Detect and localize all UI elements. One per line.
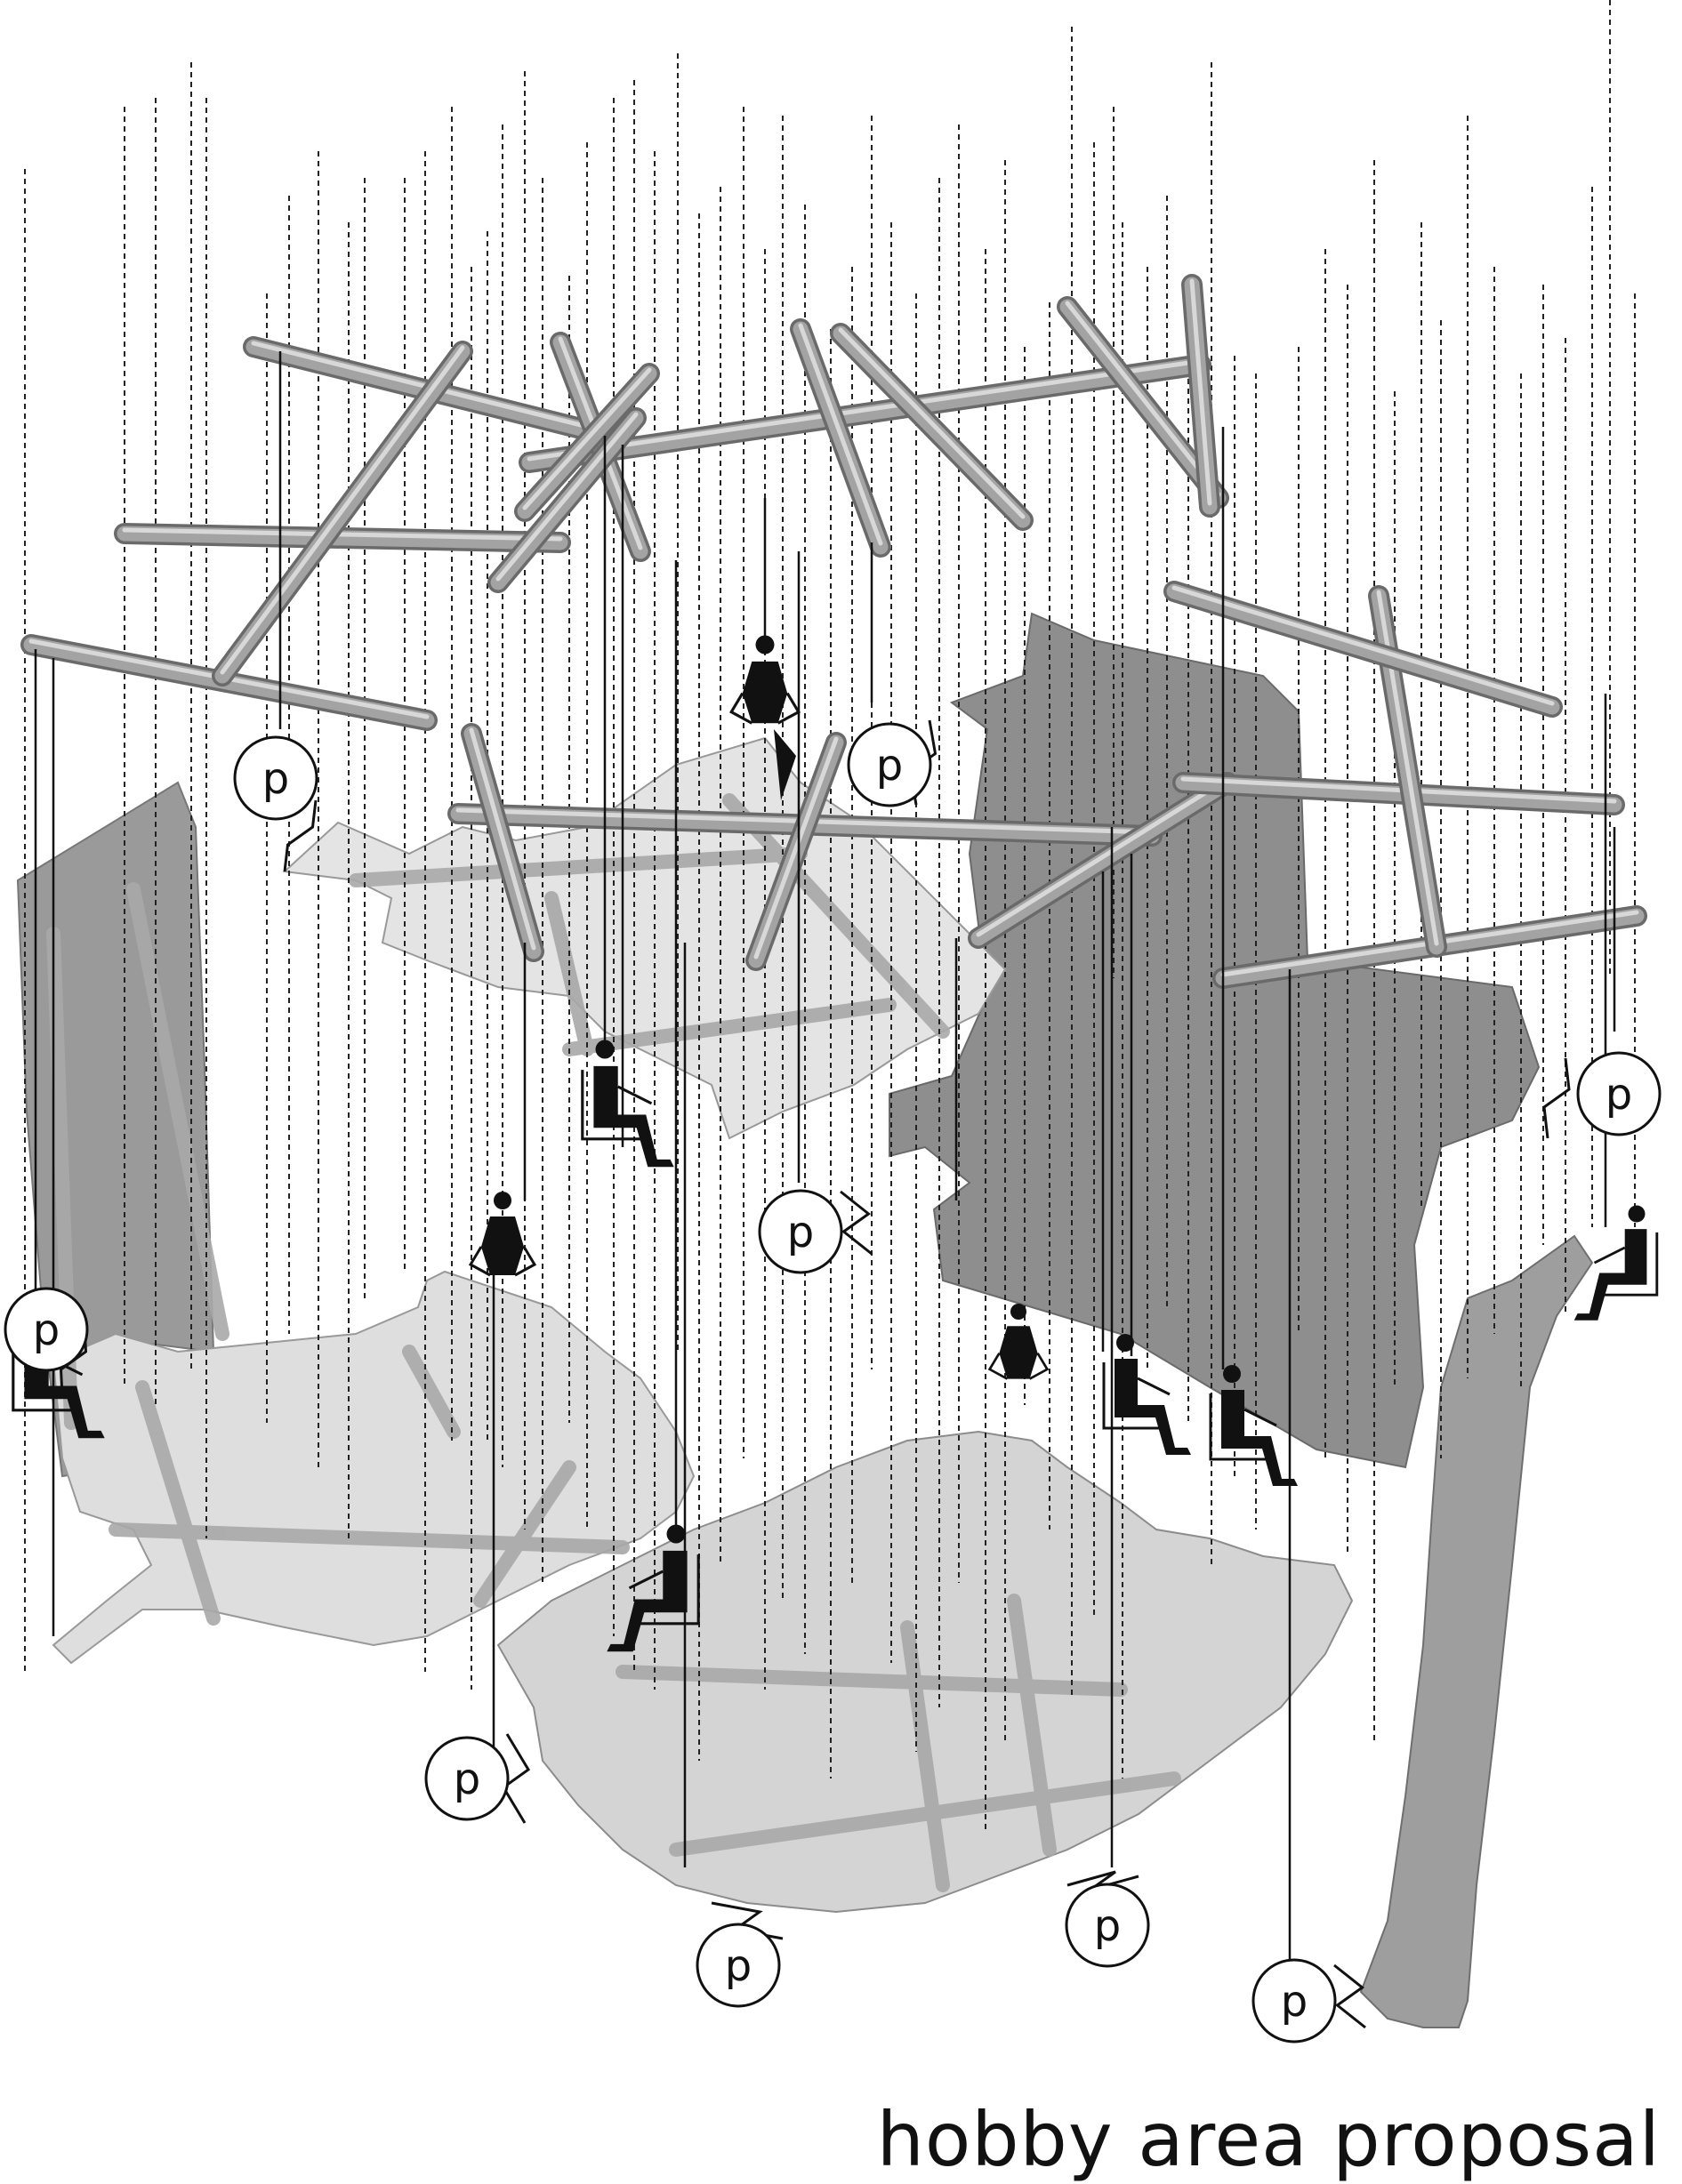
p-marker-icon: p [1542,1051,1662,1139]
p-marker-icon: p [1065,1870,1150,1968]
marker-circle [1065,1883,1150,1968]
people-group [12,635,1659,1652]
sheet-band [135,1380,221,1626]
sheet-band [402,1345,461,1439]
pole-highlight [220,345,465,675]
pole-highlight [1189,278,1212,506]
p-marker-icon: p [233,735,318,872]
sheet-band [669,1771,1181,1857]
person-icon [1102,1334,1191,1455]
pole-icon [517,365,657,519]
sheet-band [126,882,229,1341]
sheet-band [616,1665,1128,1697]
pole-icon [970,775,1235,946]
pole-highlight [976,776,1230,937]
pole-highlight [1180,776,1617,804]
pole-highlight [495,412,639,582]
person-icon [1209,1365,1298,1486]
sheet-band [1007,1594,1057,1857]
marker-lead [283,799,318,872]
person-icon [468,1192,537,1277]
p-marker-icon: p [1251,1958,1366,2043]
pole-icon [521,357,1209,470]
marker-circle [233,735,318,821]
pole-icon [1166,583,1560,715]
marker-circle [1251,1958,1337,2043]
pole-highlight [122,527,563,542]
sheet-band [473,1460,576,1608]
suspension-lines-solid [34,351,1616,1974]
person-icon [1573,1205,1659,1321]
marker-letter: p [725,1941,752,1991]
p-marker-icon: p [696,1901,784,2008]
pole-highlight [838,327,1026,519]
person-icon [607,1524,700,1652]
pole-highlight [469,727,536,951]
marker-lead [502,1733,530,1824]
marker-circle [1576,1051,1662,1136]
marker-lead [1542,1057,1571,1139]
pole-icon [117,526,568,550]
diagram-caption: hobby area proposal [876,2096,1661,2183]
marker-letter: p [876,741,903,791]
pole-highlight [522,367,652,510]
marker-letter: p [33,1305,60,1355]
pole-icon [1175,775,1622,813]
marker-circle [424,1736,510,1821]
marker-circle [4,1287,89,1372]
marker-lead [840,1190,873,1256]
marker-lead [1333,1963,1366,2029]
p-marker-icon: p [424,1733,530,1824]
marker-letter: p [454,1754,480,1804]
p-marker-icon: p [847,719,938,807]
person-shadow [774,729,796,800]
p-marker-icon: p [4,1287,89,1397]
pole-structure [20,274,1647,989]
membrane-sheet [496,1430,1354,1914]
sheet-band [349,847,808,887]
pole-highlight [798,323,883,546]
marker-letter: p [262,754,289,804]
marker-circle [758,1189,843,1274]
marker-letter: p [1281,1977,1308,2027]
marker-letter: p [1094,1901,1121,1951]
marker-circle [696,1923,781,2008]
person-icon [581,1040,674,1168]
membrane-sheet [1359,1234,1594,2028]
membrane-sheets [16,612,1594,2028]
pole-highlight [1376,590,1439,946]
person-icon [987,1304,1050,1380]
p-marker-icon: p [758,1189,873,1274]
pole-highlight [753,736,839,960]
p-markers: p p p p p p p p p [4,719,1662,2043]
sheet-band [109,1522,630,1554]
sheet-band [900,1620,950,1892]
pole-icon [490,410,644,590]
pole-highlight [1171,585,1555,706]
marker-circle [847,722,932,807]
pole-icon [833,325,1031,528]
marker-letter: p [1606,1070,1632,1120]
person-icon [729,635,801,725]
pole-highlight [527,358,1203,462]
marker-lead [1066,1870,1139,1891]
marker-letter: p [787,1208,814,1257]
pole-highlight [1065,301,1221,497]
